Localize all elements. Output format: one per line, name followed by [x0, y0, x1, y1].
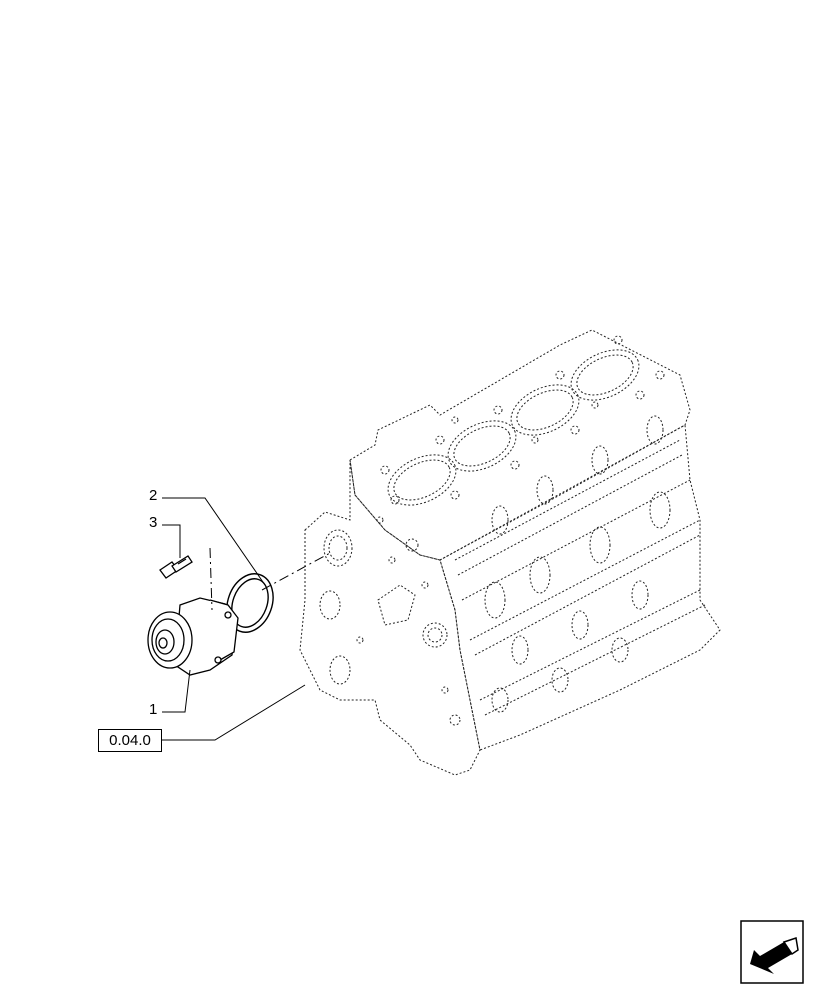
- leader-lines: [162, 497, 306, 741]
- callout-3: 3: [149, 514, 157, 531]
- reference-link[interactable]: 0.04.0: [98, 729, 162, 752]
- arrow-back-icon[interactable]: [740, 920, 804, 984]
- callout-1: 1: [149, 701, 157, 718]
- water-pump: [147, 597, 239, 676]
- bolt: [159, 555, 193, 579]
- callout-2: 2: [149, 487, 157, 504]
- gasket-ring: [226, 573, 274, 633]
- engine-block: [299, 329, 721, 776]
- alignment-lines: [209, 547, 331, 611]
